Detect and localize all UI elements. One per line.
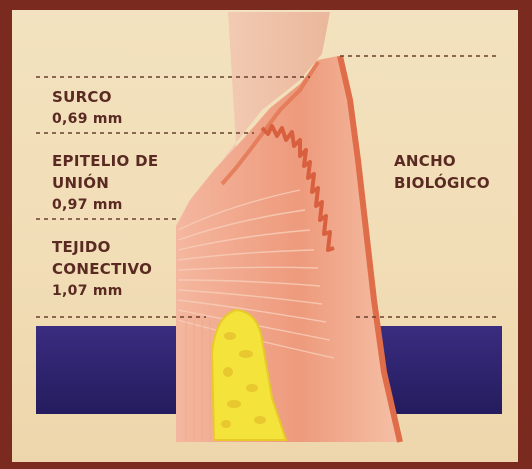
tejido-value: 1,07 mm: [52, 280, 123, 302]
surco-value: 0,69 mm: [52, 108, 123, 130]
epitelio-title-line2: UNIÓN: [52, 172, 109, 194]
ancho-label-line1: ANCHO: [394, 150, 456, 172]
tejido-title-line2: CONECTIVO: [52, 258, 152, 280]
epitelio-title-line1: EPITELIO DE: [52, 150, 158, 172]
ancho-label-line2: BIOLÓGICO: [394, 172, 490, 194]
epitelio-value: 0,97 mm: [52, 194, 123, 216]
tejido-title-line1: TEJIDO: [52, 236, 111, 258]
surco-title: SURCO: [52, 86, 112, 108]
